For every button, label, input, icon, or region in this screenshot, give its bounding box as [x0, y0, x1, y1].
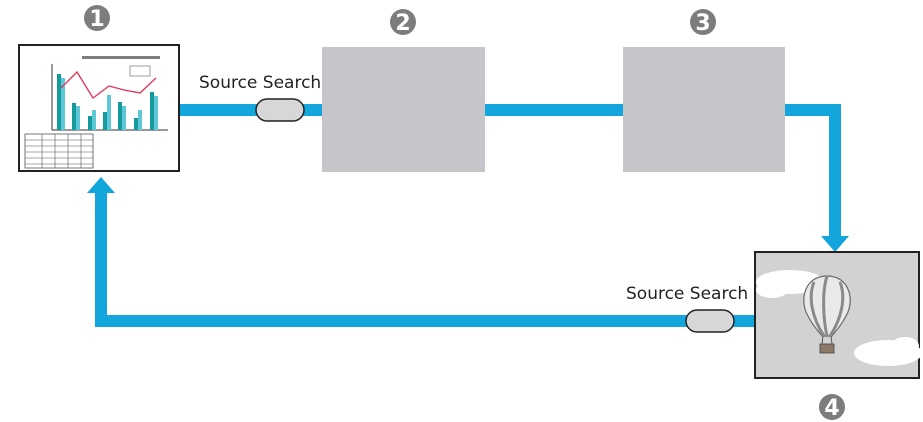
arrow-up-icon [87, 177, 115, 193]
screen-3 [623, 47, 785, 172]
source-search-button[interactable] [255, 98, 305, 122]
source-search-button-bottom[interactable]: Source Search [626, 284, 748, 333]
source-search-button-top[interactable]: Source Search [199, 73, 321, 122]
chart-thumbnail [24, 56, 168, 169]
flow-line-bottom [95, 315, 755, 327]
step-badge-4: 4 [819, 394, 845, 421]
screen-1 [18, 44, 180, 172]
source-search-button[interactable] [685, 309, 735, 333]
step-badge-3: 3 [690, 9, 716, 36]
flow-line-left-up [95, 193, 107, 327]
step-badge-1: 1 [84, 5, 110, 32]
arrow-down-icon [821, 236, 849, 252]
step-number: 3 [695, 11, 710, 36]
hot-air-balloon-image [756, 270, 922, 366]
screen-2 [322, 47, 485, 172]
flow-line-right-down [829, 104, 841, 236]
source-search-label: Source Search [199, 73, 321, 93]
step-number: 4 [824, 396, 839, 421]
step-number: 2 [395, 11, 410, 36]
screen-4 [754, 251, 922, 379]
step-number: 1 [89, 7, 104, 32]
step-badge-2: 2 [390, 9, 416, 36]
source-search-label: Source Search [626, 284, 748, 304]
